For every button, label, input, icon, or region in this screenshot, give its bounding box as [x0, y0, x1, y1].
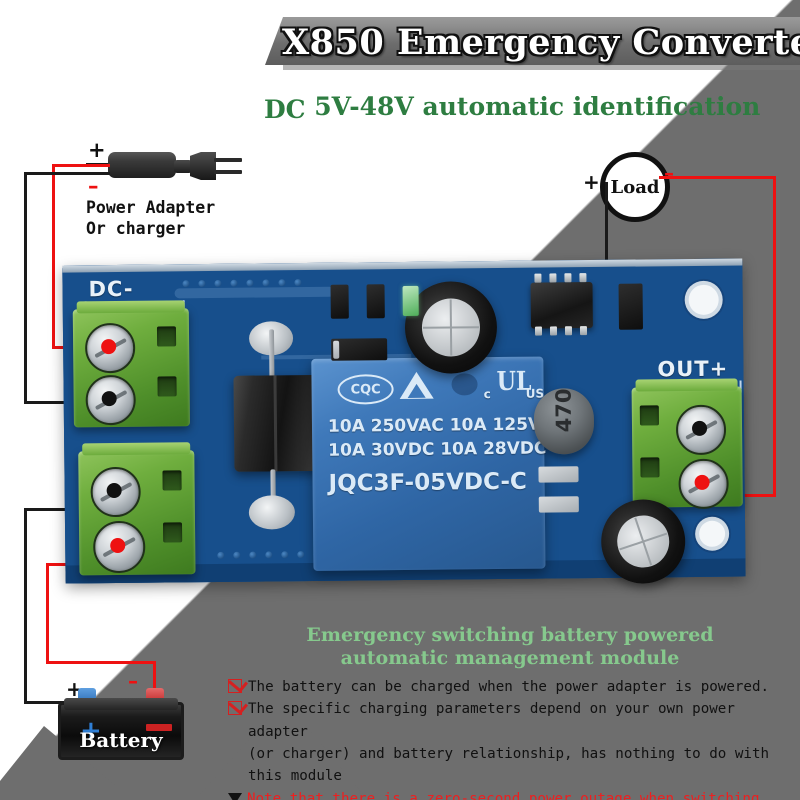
battery-minus-marking	[146, 724, 172, 731]
cert-triangle-inner	[407, 383, 426, 398]
ic-pin-3	[564, 273, 572, 283]
smd-diode-band	[333, 340, 340, 359]
ic-pin-4	[579, 273, 587, 283]
triangle-down-icon	[228, 793, 242, 800]
smd-resistor-1	[330, 284, 349, 319]
checkmark-icon	[228, 679, 242, 693]
control-ic	[530, 282, 593, 329]
load-plus-symbol: +	[583, 170, 600, 194]
ic-pin-6	[549, 326, 558, 336]
battery-label: Battery	[79, 728, 163, 752]
feature-text-2-continued: (or charger) and battery relationship, h…	[248, 745, 770, 785]
terminal-block-dc-cap	[76, 300, 185, 314]
adapter-plus-symbol: +	[88, 138, 106, 162]
ic-pin-1	[534, 273, 542, 283]
load-minus-symbol: –	[664, 161, 674, 185]
smd-cap-2	[538, 496, 579, 513]
terminal-slot-dc-2	[157, 376, 177, 397]
battery-top-strip	[64, 698, 178, 710]
feature-list: The battery can be charged when the powe…	[228, 676, 800, 800]
via-row-top	[182, 279, 302, 288]
plug-prong-bottom	[214, 170, 242, 174]
subtitle: DC 5V-48V automatic identification	[264, 92, 800, 121]
wire-bat-minus-h2	[46, 661, 156, 664]
mounting-hole-right	[688, 284, 719, 316]
via-row-bottom	[217, 550, 321, 559]
relay-rating-line1: 10A 250VAC 10A 125VAC	[327, 414, 566, 437]
plug-prong-top	[214, 158, 242, 162]
connection-dot-out-plus	[694, 474, 710, 490]
terminal-slot-out-1	[639, 405, 659, 426]
terminal-block-out-cap	[635, 378, 738, 392]
wire-adapter-plus-h1	[52, 164, 110, 167]
mounting-hole-bottom	[698, 520, 726, 547]
adapter-neck	[174, 160, 192, 173]
wire-bat-plus-h2	[24, 701, 90, 704]
terminal-slot-dc-1	[156, 326, 177, 347]
power-inductor: 470	[533, 388, 595, 455]
ic-pin-5	[534, 326, 543, 336]
ac-plug-head	[190, 152, 216, 180]
subtitle-rest: 5V-48V automatic identification	[305, 92, 761, 121]
ul-c-mark: c	[483, 387, 491, 402]
load-symbol: Load	[600, 152, 670, 222]
title-banner	[265, 17, 800, 65]
wire-bat-plus-v	[24, 508, 27, 704]
wire-load-minus-h1	[659, 176, 776, 179]
smd-resistor-2	[366, 284, 385, 319]
ic-pin-8	[579, 326, 588, 336]
wire-adapter-minus-h1	[24, 172, 110, 175]
rectifier-diode	[233, 374, 319, 472]
wire-adapter-plus-v	[52, 164, 55, 349]
ic-pin-7	[564, 326, 573, 336]
relay-rating-line2: 10A 30VDC 10A 28VDC	[328, 438, 547, 461]
smd-diode-m7	[331, 338, 388, 361]
connection-dot-dc-plus	[101, 339, 117, 355]
note-text: Note that there is a zero-second power o…	[247, 791, 760, 800]
connection-dot-dc-minus	[101, 391, 117, 407]
smd-cap-1	[538, 466, 579, 483]
adapter-minus-symbol: –	[88, 174, 99, 198]
marketing-heading: Emergency switching battery powered auto…	[306, 624, 714, 670]
inductor-code: 470	[551, 388, 577, 433]
wire-bat-minus-drop	[153, 661, 156, 709]
checkmark-icon	[228, 701, 242, 716]
pcb-trace-1	[174, 286, 335, 299]
smd-diode-right	[618, 283, 643, 330]
adapter-label: Power Adapter Or charger	[86, 198, 216, 238]
list-item: The specific charging parameters depend …	[228, 698, 800, 743]
note-row: Note that there is a zero-second power o…	[228, 788, 800, 800]
list-item: The battery can be charged when the powe…	[228, 676, 800, 698]
wire-adapter-minus-v	[24, 172, 27, 404]
pcb-module: DC- OUT+ BAT+	[62, 258, 746, 595]
diode-lead-top	[268, 329, 275, 380]
terminal-slot-bat-1	[162, 470, 182, 491]
ic-pin-2	[549, 273, 557, 283]
terminal-block-bat-cap	[82, 442, 191, 456]
relay-part-number: JQC3F-05VDC-C	[328, 468, 527, 497]
connection-dot-out-minus	[691, 420, 708, 436]
cqc-logo: CQC	[337, 374, 394, 405]
battery-plus-marking: +	[80, 716, 102, 746]
feature-text-2: The specific charging parameters depend …	[248, 701, 735, 740]
banner-shadow	[283, 65, 800, 70]
power-adapter-body	[108, 152, 176, 178]
load-label: Load	[610, 176, 660, 198]
status-led	[402, 285, 419, 317]
wire-load-minus-v	[773, 176, 776, 496]
feature-text-1: The battery can be charged when the powe…	[248, 679, 770, 695]
terminal-slot-out-2	[640, 457, 660, 478]
relay-vent-hole	[451, 373, 478, 396]
silk-dc-minus: DC-	[88, 276, 134, 302]
terminal-slot-bat-2	[162, 522, 183, 543]
battery: + Battery	[58, 688, 184, 760]
silk-out-plus: OUT+	[657, 356, 729, 382]
connection-dot-bat-minus	[110, 537, 126, 554]
wire-bat-minus-v	[46, 563, 49, 664]
relay: CQC c UL US 10A 250VAC 10A 125VAC 10A 30…	[311, 356, 566, 571]
battery-minus-symbol: –	[128, 669, 138, 693]
subtitle-lead: DC	[264, 95, 306, 119]
page-title: X850 Emergency Converter	[282, 21, 800, 63]
connection-dot-bat-plus	[106, 482, 122, 499]
